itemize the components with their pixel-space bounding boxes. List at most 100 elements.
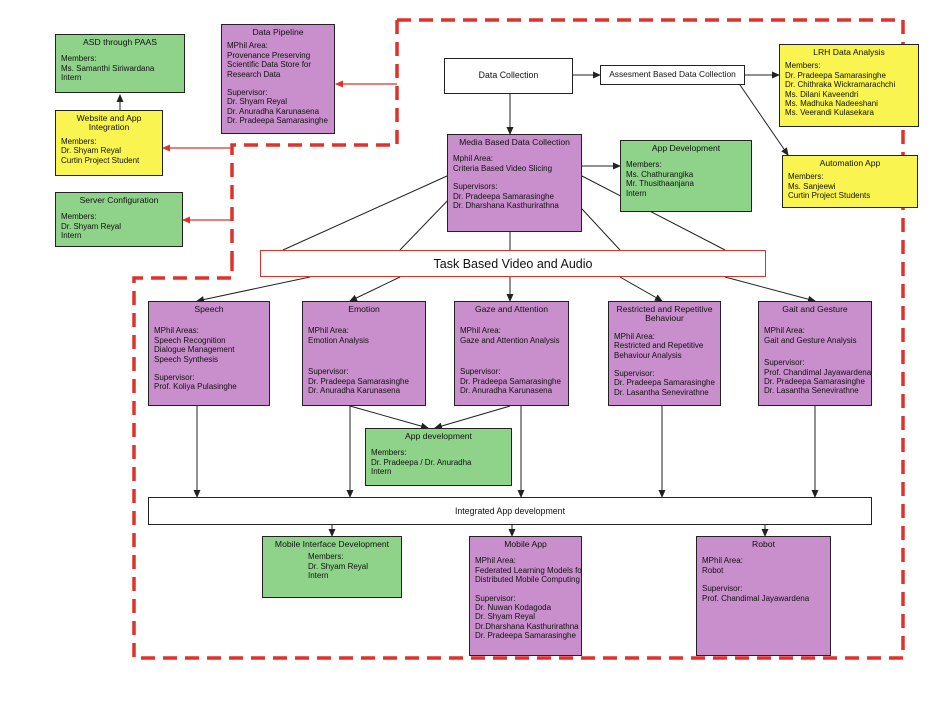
speech-title: Speech (194, 304, 224, 314)
automation-title: Automation App (819, 158, 881, 168)
automation-members-label: Members: (788, 172, 824, 182)
assessment-box: Assesment Based Data Collection (600, 65, 745, 85)
speech-area: Speech Recognition (154, 335, 226, 345)
lrh-member: Dr. Pradeepa Samarasinghe (785, 70, 886, 80)
website-members-label: Members: (61, 136, 97, 146)
gait-supervisor: Dr. Lasantha Senevirathne (764, 386, 859, 396)
asd-member: Intern (61, 73, 82, 83)
mobile-iface-title: Mobile Interface Development (274, 539, 390, 549)
assessment-title: Assesment Based Data Collection (609, 69, 736, 80)
app-dev-top-box: App Development Members: Ms. Chathurangi… (620, 140, 752, 212)
mobile-iface-member: Dr. Shyam Reyal (308, 561, 369, 571)
app-dev-top-title: App Development (651, 143, 721, 153)
emotion-area: Emotion Analysis (308, 335, 369, 345)
arrow-gaze-appdev (434, 405, 511, 430)
mobile-app-box: Mobile App MPhil Area: Federated Learnin… (469, 536, 582, 656)
pipeline-box: Data Pipeline MPhil Area: Provenance Pre… (221, 24, 335, 134)
lrh-member: Ms. Dilani Kaveendri (785, 89, 859, 99)
media-supervisor: Dr. Dharshana Kasthurirathna (453, 201, 559, 211)
data-collection-box: Data Collection (444, 58, 573, 94)
emotion-sup-label: Supervisor: (308, 367, 349, 377)
speech-area: Dialogue Management (154, 345, 235, 355)
restricted-supervisor: Dr. Pradeepa Samarasinghe (614, 378, 715, 388)
emotion-title: Emotion (348, 304, 380, 314)
lrh-member: Dr. Chithraka Wickramarachchi (785, 80, 896, 90)
speech-sup-label: Supervisor: (154, 373, 195, 383)
mobile-iface-member: Intern (308, 571, 329, 581)
media-title: Media Based Data Collection (459, 137, 570, 147)
mobile-app-sup-label: Supervisor: (475, 593, 516, 603)
pipeline-area: Research Data (227, 69, 281, 79)
gait-area: Gait and Gesture Analysis (764, 335, 857, 345)
media-box: Media Based Data Collection Mphil Area: … (447, 134, 582, 232)
asd-title: ASD through PAAS (83, 37, 157, 47)
gaze-area-label: MPhil Area: (460, 326, 501, 336)
arrow-task-restricted (619, 276, 663, 302)
robot-title: Robot (752, 539, 775, 549)
line-media-task-2 (399, 195, 453, 251)
server-member: Intern (61, 231, 82, 241)
arrow-emotion-appdev (349, 405, 429, 430)
gaze-title: Gaze and Attention (474, 304, 549, 314)
integrated-title: Integrated App development (454, 506, 566, 516)
app-dev-mid-box: App development Members: Dr. Pradeepa / … (365, 428, 512, 486)
gait-sup-label: Supervisor: (764, 358, 805, 368)
app-dev-top-members-label: Members: (626, 160, 662, 170)
gait-supervisor: Prof. Chandimal Jayawardena (764, 367, 872, 377)
website-title: Website and App Integration (76, 113, 142, 133)
arrow-assessment-automation (739, 84, 789, 156)
emotion-box: Emotion MPhil Area: Emotion Analysis Sup… (302, 301, 426, 406)
asd-box: ASD through PAAS Members: Ms. Samanthi S… (55, 34, 185, 93)
app-dev-top-member: Mr. Thusithaanjana (626, 179, 694, 189)
gaze-supervisor: Dr. Pradeepa Samarasinghe (460, 376, 561, 386)
website-box: Website and App Integration Members: Dr.… (55, 110, 163, 176)
automation-member: Ms. Sanjeewi (788, 181, 836, 191)
asd-members-label: Members: (61, 54, 97, 64)
pipeline-supervisor: Dr. Anuradha Karunasena (227, 106, 320, 116)
robot-supervisor: Prof. Chandimal Jayawardena (702, 593, 810, 603)
pipeline-supervisor: Dr. Pradeepa Samarasinghe (227, 116, 328, 126)
emotion-supervisor: Dr. Pradeepa Samarasinghe (308, 376, 409, 386)
gaze-box: Gaze and Attention MPhil Area: Gaze and … (454, 301, 569, 406)
app-dev-mid-member: Dr. Pradeepa / Dr. Anuradha (371, 457, 472, 467)
robot-sup-label: Supervisor: (702, 584, 743, 594)
media-sup-label: Supervisors: (453, 182, 498, 192)
app-dev-mid-members-label: Members: (371, 448, 407, 458)
pipeline-area: Scientific Data Store for (227, 60, 312, 70)
restricted-title: Restricted and Repetitive Behaviour (616, 304, 713, 324)
line-media-task-1 (282, 175, 448, 251)
pipeline-area-label: MPhil Area: (227, 41, 268, 51)
integrated-bar: Integrated App development (148, 497, 872, 525)
speech-supervisor: Prof. Koliya Pulasinghe (154, 382, 237, 392)
media-area: Criteria Based Video Slicing (453, 163, 553, 173)
dashed-boundary-upper (230, 20, 399, 262)
restricted-supervisor: Dr. Lasantha Senevirathne (614, 387, 709, 397)
gaze-area: Gaze and Attention Analysis (460, 335, 560, 345)
task-based-title: Task Based Video and Audio (433, 256, 593, 271)
arrow-task-speech (196, 276, 311, 303)
app-dev-top-member: Intern (626, 188, 647, 198)
media-area-label: Mphil Area: (453, 154, 494, 164)
mobile-iface-members-label: Members: (308, 552, 344, 562)
gait-box: Gait and Gesture MPhil Area: Gait and Ge… (758, 301, 872, 406)
server-title: Server Configuration (79, 195, 159, 205)
task-based-bar: Task Based Video and Audio (260, 250, 766, 277)
emotion-supervisor: Dr. Anuradha Karunasena (308, 386, 401, 396)
mobile-iface-box: Mobile Interface Development Members: Dr… (262, 536, 402, 598)
restricted-area-label: MPhil Area: (614, 331, 655, 341)
media-supervisor: Dr. Pradeepa Samarasinghe (453, 191, 554, 201)
robot-area: Robot (702, 565, 724, 575)
speech-box: Speech MPhil Areas: Speech Recognition D… (148, 301, 270, 406)
robot-area-label: MPhil Area: (702, 556, 743, 566)
website-member: Curtin Project Student (61, 155, 140, 165)
mobile-app-supervisor: Dr. Pradeepa Samarasinghe (475, 631, 576, 641)
speech-area: Speech Synthesis (154, 354, 219, 364)
app-dev-mid-title: App development (405, 431, 472, 441)
lrh-box: LRH Data Analysis Members: Dr. Pradeepa … (779, 44, 919, 127)
automation-box: Automation App Members: Ms. Sanjeewi Cur… (782, 155, 918, 208)
mobile-app-supervisor: Dr.Dharshana Kasthurirathna (475, 621, 579, 631)
emotion-area-label: MPhil Area: (308, 326, 349, 336)
robot-box: Robot MPhil Area: Robot Supervisor: Prof… (696, 536, 831, 656)
app-dev-mid-member: Intern (371, 467, 392, 477)
